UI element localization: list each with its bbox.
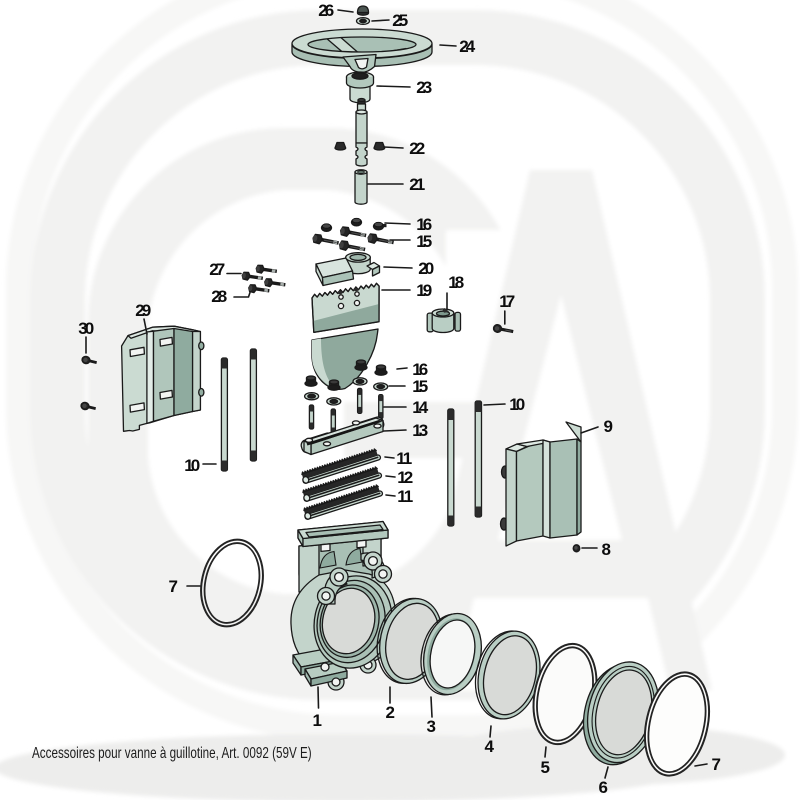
svg-text:16: 16 xyxy=(416,215,432,234)
svg-text:28: 28 xyxy=(211,287,227,306)
svg-text:5: 5 xyxy=(541,758,550,777)
svg-text:7: 7 xyxy=(712,755,721,774)
svg-text:19: 19 xyxy=(416,281,432,300)
svg-text:20: 20 xyxy=(418,259,434,278)
svg-text:8: 8 xyxy=(602,540,611,559)
svg-text:15: 15 xyxy=(416,232,432,251)
svg-text:9: 9 xyxy=(604,417,613,436)
svg-text:30: 30 xyxy=(78,319,94,338)
svg-text:10: 10 xyxy=(184,456,200,475)
svg-text:22: 22 xyxy=(409,139,425,158)
svg-text:27: 27 xyxy=(209,260,225,279)
svg-text:24: 24 xyxy=(459,37,476,56)
svg-text:16: 16 xyxy=(412,360,428,379)
svg-text:7: 7 xyxy=(169,577,178,596)
svg-text:4: 4 xyxy=(485,737,495,756)
svg-text:11: 11 xyxy=(397,487,413,506)
svg-text:1: 1 xyxy=(313,711,322,730)
svg-text:23: 23 xyxy=(416,78,432,97)
svg-text:15: 15 xyxy=(412,377,428,396)
svg-text:29: 29 xyxy=(135,301,151,320)
svg-text:26: 26 xyxy=(318,1,334,20)
svg-text:Accessoires pour vanne à guill: Accessoires pour vanne à guillotine, Art… xyxy=(32,743,312,761)
svg-text:10: 10 xyxy=(509,395,525,414)
svg-text:11: 11 xyxy=(396,449,412,468)
svg-text:13: 13 xyxy=(412,421,428,440)
svg-text:21: 21 xyxy=(409,175,425,194)
svg-text:25: 25 xyxy=(392,11,408,30)
svg-text:17: 17 xyxy=(499,292,515,311)
svg-text:6: 6 xyxy=(599,778,608,797)
svg-text:18: 18 xyxy=(448,273,464,292)
svg-text:2: 2 xyxy=(386,703,395,722)
svg-text:12: 12 xyxy=(397,468,413,487)
svg-text:3: 3 xyxy=(427,717,436,736)
svg-text:14: 14 xyxy=(412,398,429,417)
